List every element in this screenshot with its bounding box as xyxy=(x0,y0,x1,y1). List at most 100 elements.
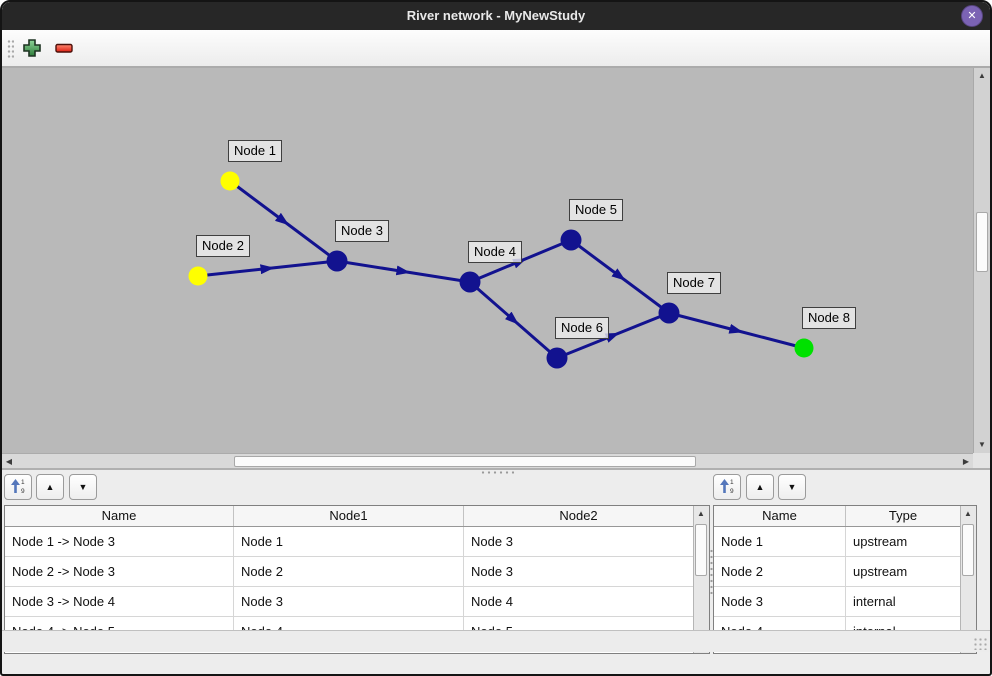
sort-ascending-icon: 1 9 xyxy=(11,479,25,495)
node-label[interactable]: Node 5 xyxy=(569,199,623,221)
svg-text:1: 1 xyxy=(730,479,734,486)
close-icon: ✕ xyxy=(967,10,977,22)
node-label[interactable]: Node 7 xyxy=(667,272,721,294)
network-edge[interactable] xyxy=(229,179,338,263)
svg-text:9: 9 xyxy=(730,488,734,495)
node-name-cell: Node 2 xyxy=(714,557,846,586)
move-down-icon: ▼ xyxy=(78,482,88,492)
move-up-icon: ▲ xyxy=(755,482,765,492)
node-label[interactable]: Node 4 xyxy=(468,241,522,263)
move-up-icon: ▲ xyxy=(45,482,55,492)
main-toolbar xyxy=(2,30,990,68)
add-button[interactable] xyxy=(20,37,44,61)
svg-text:9: 9 xyxy=(21,488,25,495)
scroll-up-icon[interactable]: ▲ xyxy=(978,71,986,80)
table-row[interactable]: Node 1 upstream xyxy=(714,527,976,557)
plus-icon xyxy=(23,39,41,57)
network-edge[interactable] xyxy=(469,280,558,360)
network-edge[interactable] xyxy=(336,259,471,284)
node-name-cell: Node 1 xyxy=(714,527,846,556)
network-edge[interactable] xyxy=(570,238,670,315)
column-header[interactable]: Type xyxy=(888,508,918,523)
table-row[interactable]: Node 3 internal xyxy=(714,587,976,617)
table-row[interactable]: Node 2 -> Node 3 Node 2 Node 3 xyxy=(5,557,709,587)
scroll-right-icon[interactable]: ▶ xyxy=(962,457,970,466)
branches-sort-button[interactable]: 1 9 xyxy=(4,474,32,500)
move-down-icon: ▼ xyxy=(787,482,797,492)
network-node[interactable] xyxy=(220,171,240,191)
network-edge[interactable] xyxy=(668,311,805,350)
scrollbar-corner xyxy=(973,453,990,468)
node-label[interactable]: Node 6 xyxy=(555,317,609,339)
column-header[interactable]: Name xyxy=(714,506,846,526)
branch-node2-cell: Node 4 xyxy=(471,594,513,609)
column-header[interactable]: Name xyxy=(5,506,234,526)
window-title: River network - MyNewStudy xyxy=(406,8,586,23)
minus-icon xyxy=(55,43,73,53)
nodes-sort-button[interactable]: 1 9 xyxy=(713,474,741,500)
network-canvas[interactable]: Node 1 Node 2 Node 3 Node 4 Node 5 Node 6 Node… xyxy=(2,68,973,453)
branches-table-header: Name Node1 Node2 xyxy=(5,506,709,527)
branch-name-cell: Node 3 -> Node 4 xyxy=(5,587,234,616)
svg-text:1: 1 xyxy=(21,479,25,486)
node-label[interactable]: Node 2 xyxy=(196,235,250,257)
column-header[interactable]: Node2 xyxy=(559,508,598,523)
branch-name-cell: Node 2 -> Node 3 xyxy=(5,557,234,586)
branch-node2-cell: Node 3 xyxy=(471,534,513,549)
branches-table-scrollbar[interactable]: ▲ ▼ xyxy=(693,506,709,653)
network-edge[interactable] xyxy=(556,311,670,360)
horizontal-splitter[interactable] xyxy=(480,470,514,475)
canvas-horizontal-scrollbar[interactable]: ◀ ▶ xyxy=(2,453,973,468)
scroll-left-icon[interactable]: ◀ xyxy=(5,457,13,466)
node-type-cell: internal xyxy=(853,594,896,609)
nodes-scroll-thumb[interactable] xyxy=(962,524,974,576)
node-type-cell: upstream xyxy=(853,564,908,579)
node-label[interactable]: Node 1 xyxy=(228,140,282,162)
close-button[interactable]: ✕ xyxy=(961,5,983,27)
vertical-splitter[interactable] xyxy=(709,548,714,594)
canvas-hscroll-thumb[interactable] xyxy=(234,456,696,467)
titlebar[interactable]: River network - MyNewStudy ✕ xyxy=(2,2,990,30)
network-node[interactable] xyxy=(560,229,582,251)
scroll-up-icon[interactable]: ▲ xyxy=(964,509,972,518)
bottom-panel: 1 9 ▲ ▼ 1 9 ▲ ▼ Name Node1 Node2 Nod xyxy=(2,468,990,654)
table-row[interactable]: Node 1 -> Node 3 Node 1 Node 3 xyxy=(5,527,709,557)
node-name-cell: Node 3 xyxy=(714,587,846,616)
network-svg xyxy=(188,171,814,369)
canvas-vertical-scrollbar[interactable]: ▲ ▼ xyxy=(973,68,990,453)
nodes-table-header: Name Type xyxy=(714,506,976,527)
status-bar xyxy=(2,630,990,652)
branch-node1-cell: Node 2 xyxy=(234,557,464,586)
sort-ascending-icon: 1 9 xyxy=(720,479,734,495)
nodes-table-scrollbar[interactable]: ▲ ▼ xyxy=(960,506,976,653)
column-header[interactable]: Node1 xyxy=(234,506,464,526)
network-node[interactable] xyxy=(546,347,568,369)
branch-node1-cell: Node 1 xyxy=(234,527,464,556)
branches-move-up-button[interactable]: ▲ xyxy=(36,474,64,500)
branches-move-down-button[interactable]: ▼ xyxy=(69,474,97,500)
node-label[interactable]: Node 3 xyxy=(335,220,389,242)
table-row[interactable]: Node 2 upstream xyxy=(714,557,976,587)
network-node[interactable] xyxy=(794,338,814,358)
nodes-move-down-button[interactable]: ▼ xyxy=(778,474,806,500)
network-edge[interactable] xyxy=(197,259,338,278)
branches-scroll-thumb[interactable] xyxy=(695,524,707,576)
network-node[interactable] xyxy=(658,302,680,324)
nodes-move-up-button[interactable]: ▲ xyxy=(746,474,774,500)
branch-node2-cell: Node 3 xyxy=(471,564,513,579)
table-row[interactable]: Node 3 -> Node 4 Node 3 Node 4 xyxy=(5,587,709,617)
resize-grip-icon[interactable] xyxy=(973,637,987,650)
network-node[interactable] xyxy=(459,271,481,293)
node-label[interactable]: Node 8 xyxy=(802,307,856,329)
network-node[interactable] xyxy=(188,266,208,286)
toolbar-drag-handle[interactable] xyxy=(7,39,14,59)
scroll-down-icon[interactable]: ▼ xyxy=(978,440,986,449)
branch-name-cell: Node 1 -> Node 3 xyxy=(5,527,234,556)
canvas-vscroll-thumb[interactable] xyxy=(976,212,988,272)
remove-button[interactable] xyxy=(52,37,76,61)
branches-table: Name Node1 Node2 Node 1 -> Node 3 Node 1… xyxy=(4,505,710,654)
network-node[interactable] xyxy=(326,250,348,272)
branch-node1-cell: Node 3 xyxy=(234,587,464,616)
scroll-up-icon[interactable]: ▲ xyxy=(697,509,705,518)
